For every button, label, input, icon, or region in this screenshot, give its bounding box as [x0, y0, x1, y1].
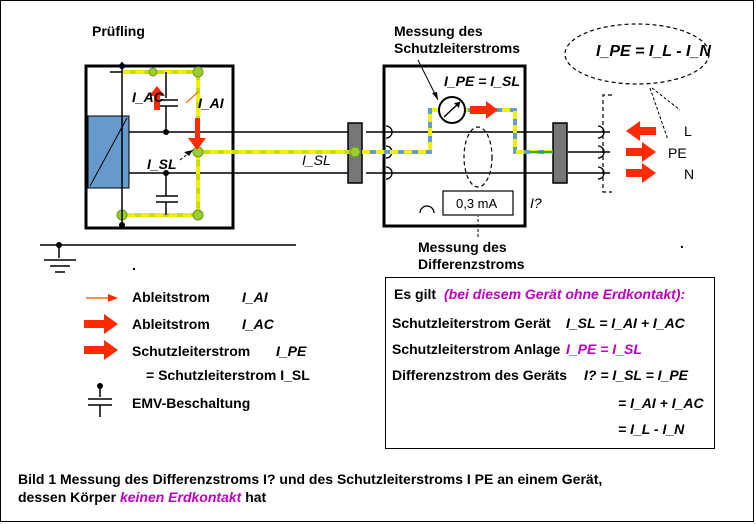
isl-left-label: I_SL [147, 156, 177, 172]
box-row4-eq: = I_AI + I_AC [618, 395, 704, 411]
box-row1-eq: I_SL = I_AI + I_AC [566, 315, 685, 331]
formula-bubble [564, 23, 710, 85]
idiff-label: I? [530, 195, 542, 211]
phase-PE: PE [668, 145, 687, 161]
measurement-box [382, 64, 527, 228]
formula-ipe: I_PE = I_L - I_N [596, 43, 711, 60]
diff-measure-label-2: Differenzstroms [418, 256, 525, 272]
box-row2-label: Schutzleiterstrom Anlage [392, 341, 561, 357]
caption-line2: dessen Körper keinen Erdkontakt hat [18, 490, 266, 504]
box-row3-label: Differenzstrom des Geräts [392, 367, 568, 383]
dot-mark: . [132, 257, 136, 273]
formula-box [385, 277, 715, 449]
legend-ableitstrom-ai: Ableitstrom [132, 289, 210, 305]
isl-mid-label: I_SL [302, 152, 331, 168]
legend-ableitstrom-ai-sym: I_AI [242, 289, 268, 305]
legend-emv: EMV-Beschaltung [132, 395, 251, 411]
schutzleiter-measure-label-1: Messung des [394, 23, 483, 39]
diff-measure-label-1: Messung des [418, 239, 507, 255]
legend-ableitstrom-ac-sym: I_AC [242, 316, 274, 332]
caption-line2-emph: keinen Erdkontakt [119, 489, 242, 505]
phase-N: N [684, 166, 695, 182]
caption-line2-post: hat [245, 489, 267, 505]
legend-schutzleiter-sym: I_PE [276, 343, 307, 359]
box-row1-label: Schutzleiterstrom Gerät [392, 315, 551, 331]
phase-L: L [684, 123, 692, 139]
box-row3-eq: I? = I_SL = I_PE [584, 367, 689, 383]
box-heading-note: (bei diesem Gerät ohne Erdkontakt): [444, 286, 686, 302]
legend-ableitstrom-ac: Ableitstrom [132, 316, 210, 332]
legend-schutzleiter-eq: = Schutzleiterstrom I_SL [146, 367, 310, 383]
meter-value: 0,3 mA [456, 196, 498, 211]
ipe-isl-label: I_PE = I_SL [444, 73, 520, 89]
caption-line1: Bild 1 Messung des Differenzstroms I? un… [18, 471, 603, 487]
box-heading: Es gilt [394, 286, 437, 302]
legend-schutzleiter: Schutzleiterstrom [132, 343, 251, 359]
iac-label: I_AC [132, 89, 164, 105]
dot-mark: . [680, 235, 684, 251]
meter-display [442, 190, 514, 216]
caption-line2-pre: dessen Körper [18, 489, 117, 505]
box-row2-eq: I_PE = I_SL [566, 341, 642, 357]
box-row5-eq: = I_L - I_N [618, 421, 685, 437]
connector-right [552, 122, 568, 184]
iai-label: I_AI [198, 95, 224, 111]
pruefling-box [84, 64, 235, 230]
schutzleiter-measure-label-2: Schutzleiterstroms [394, 40, 521, 56]
pruefling-label: Prüfling [92, 23, 145, 39]
